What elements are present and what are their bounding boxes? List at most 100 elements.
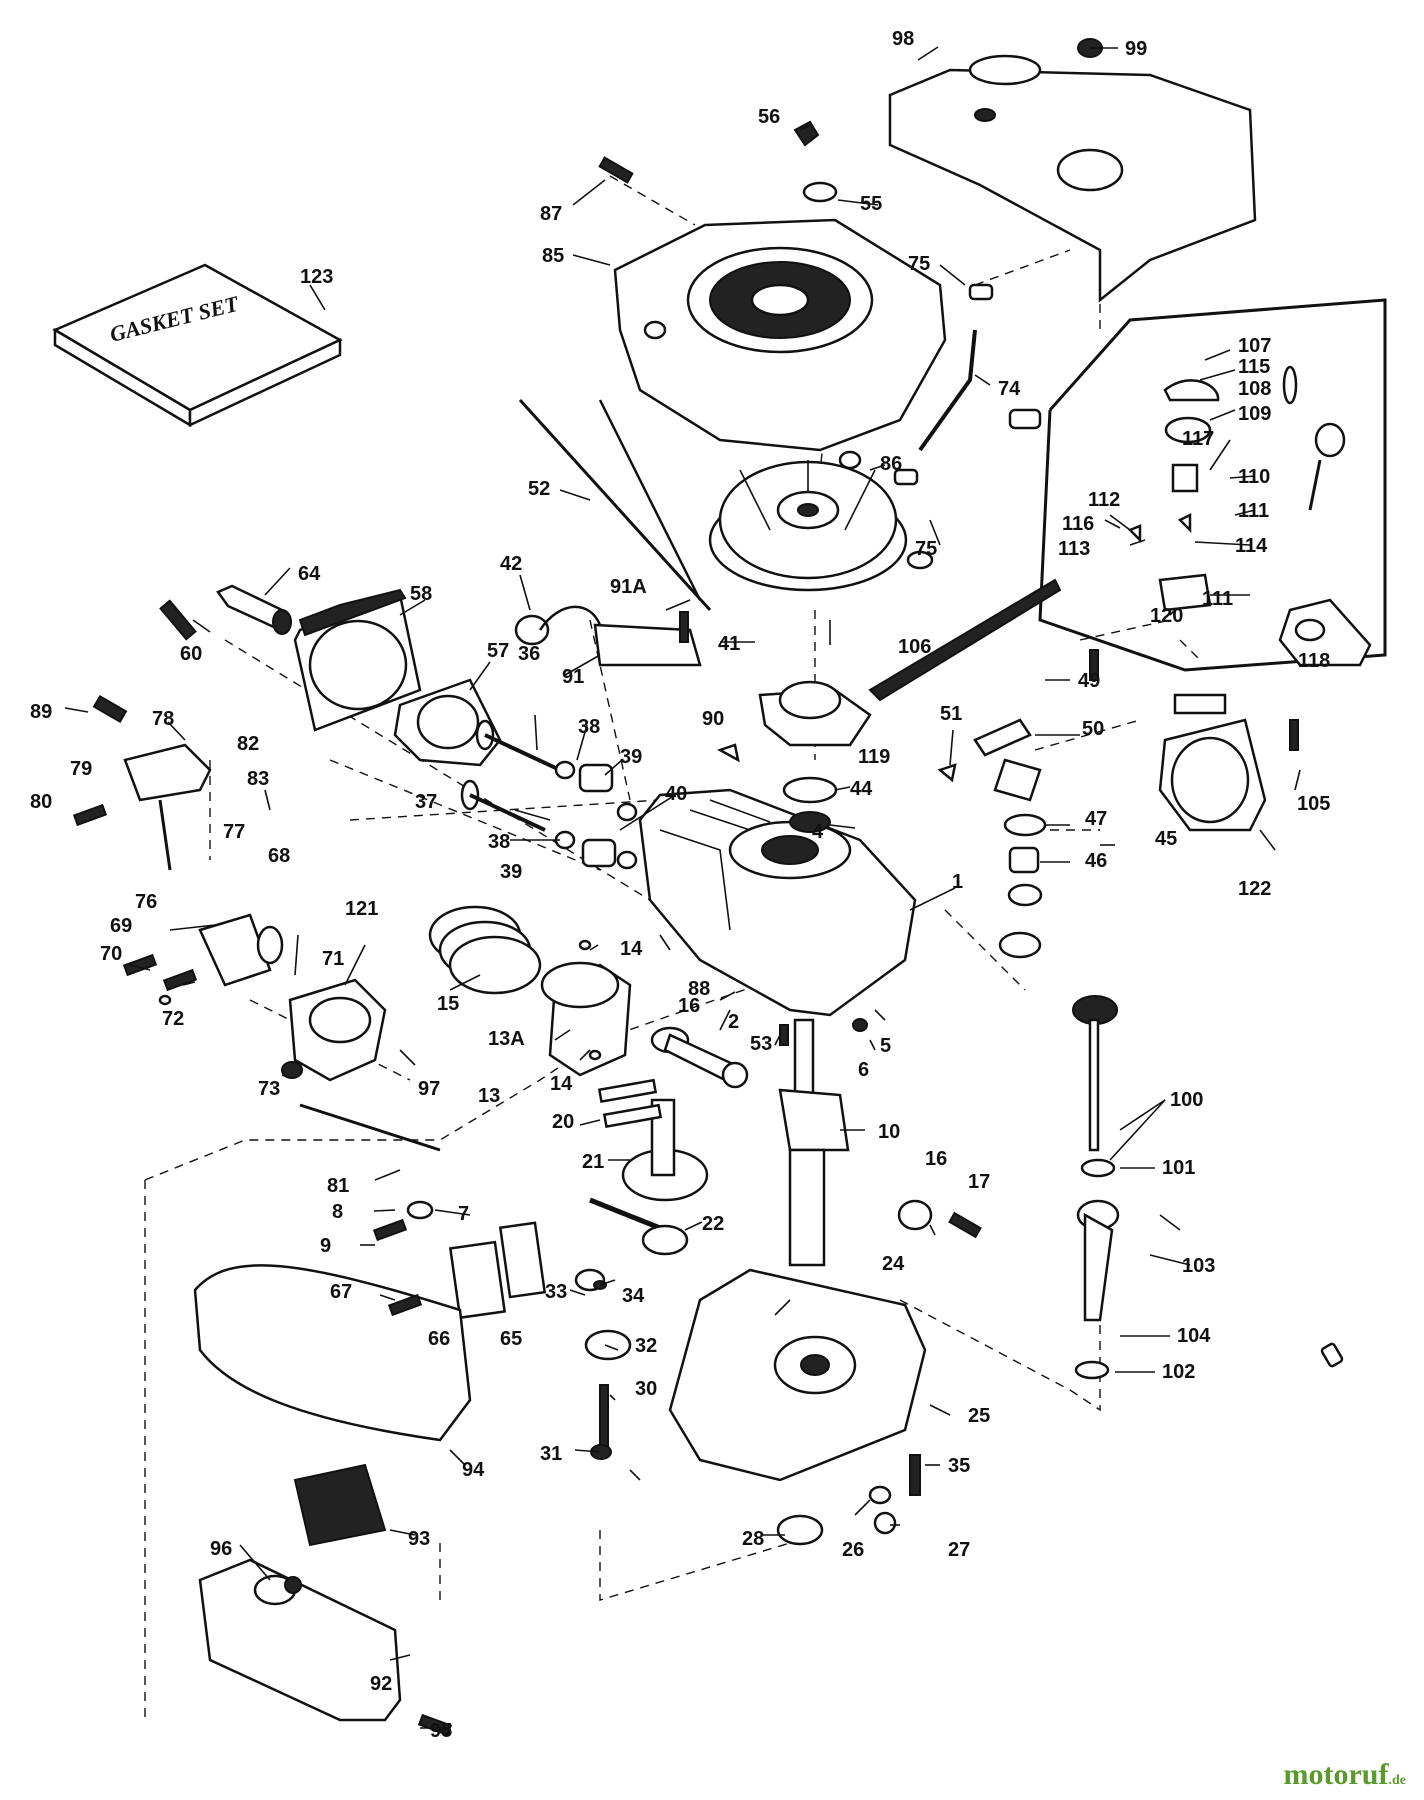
flywheel-part [708,460,908,592]
part-label: 68 [268,845,290,867]
piston-part [540,961,632,1077]
part-label: 6 [858,1059,869,1081]
valve-springs-part [554,760,638,870]
head-gasket-part [393,678,502,767]
part-label: 71 [322,948,344,970]
part-label: 74 [998,378,1021,400]
part-label: 32 [635,1335,657,1357]
part-label: 96 [210,1538,232,1560]
part-label: 94 [462,1459,485,1481]
part-label: 49 [1078,670,1100,692]
part-label: 34 [622,1285,645,1307]
part-label: 112 [1088,489,1120,511]
part-label: 33 [545,1281,567,1303]
part-label: 22 [702,1213,724,1235]
part-label: 77 [223,821,245,843]
part-label: 69 [110,915,132,937]
part-label: 60 [180,643,202,665]
part-label: 16 [678,995,700,1017]
part-label: 38 [578,716,600,738]
valves-part [460,719,561,832]
part-label: 10 [878,1121,900,1143]
part-label: 79 [70,758,92,780]
part-label: 123 [300,266,333,288]
part-label: 115 [1238,356,1270,378]
part-label: 118 [1298,650,1330,672]
intake-elbow-part [198,913,284,987]
part-label: 95 [430,1720,452,1742]
part-label: 86 [880,453,902,475]
part-label: 70 [100,943,122,965]
part-label: 85 [542,245,564,267]
part-label: 110 [1238,466,1270,488]
part-label: 111 [1238,500,1269,522]
part-label: 4 [812,821,824,843]
part-label: 50 [1082,718,1104,740]
throttle-bracket-part [123,743,212,871]
part-label: 45 [1155,828,1177,850]
part-label: 16 [925,1148,947,1170]
part-label: 39 [620,746,642,768]
part-label: 113 [1058,538,1090,560]
part-label: 121 [345,898,378,920]
part-label: 8 [332,1201,343,1223]
part-label: 92 [370,1673,392,1695]
part-label: 52 [528,478,550,500]
part-label: 99 [1125,38,1147,60]
part-label: 58 [410,583,432,605]
crankshaft-part [778,1018,850,1267]
part-label: 101 [1162,1157,1195,1179]
breather-part [973,718,1042,802]
part-label: 91A [610,576,647,598]
part-label: 78 [152,708,174,730]
breather-gasket-part [448,1221,547,1320]
watermark-suffix: .de [1388,1773,1407,1788]
part-label: 116 [1062,513,1094,535]
camshaft-part [621,1098,709,1202]
part-label: 13 [478,1085,500,1107]
part-label: 17 [968,1171,990,1193]
watermark-text: motoruf [1283,1758,1389,1791]
part-label: 25 [968,1405,990,1427]
carburetor-part [281,978,387,1082]
governor-linkage-part [299,329,977,1256]
part-label: 65 [500,1328,522,1350]
part-label: 28 [742,1528,764,1550]
part-label: 46 [1085,850,1107,872]
part-label: 13A [488,1028,525,1050]
blower-housing-part [613,218,947,452]
part-label: 35 [948,1455,970,1477]
part-label: 83 [247,768,269,790]
part-label: 122 [1238,878,1271,900]
part-label: 104 [1177,1325,1211,1347]
part-label: 38 [488,831,510,853]
part-label: 26 [842,1539,864,1561]
part-label: 107 [1238,335,1271,357]
sump-part [668,1268,927,1482]
part-label: 15 [437,993,459,1015]
part-label: 9 [320,1235,331,1257]
part-label: 102 [1162,1361,1195,1383]
piston-rings-part [428,905,542,995]
part-label: 1 [952,871,963,893]
gasket-set-part: GASKET SET [52,263,343,428]
part-label: 117 [1182,428,1214,450]
part-label: 103 [1182,1255,1215,1277]
part-label: 2 [728,1011,739,1033]
part-label: 51 [940,703,962,725]
part-label: 41 [718,633,740,655]
part-label: 76 [135,891,157,913]
part-label: 31 [540,1443,562,1465]
part-label: 40 [665,783,687,805]
part-label: 73 [258,1078,280,1100]
spark-plug-part [216,584,292,635]
part-label: 87 [540,203,562,225]
site-watermark: motoruf.de [1284,1758,1406,1792]
part-label: 64 [298,563,321,585]
part-label: 20 [552,1111,574,1133]
part-label: 108 [1238,378,1271,400]
part-label: 89 [30,701,52,723]
part-label: 91 [562,666,584,688]
rewind-starter-part [1158,693,1267,832]
part-label: 75 [908,253,930,275]
